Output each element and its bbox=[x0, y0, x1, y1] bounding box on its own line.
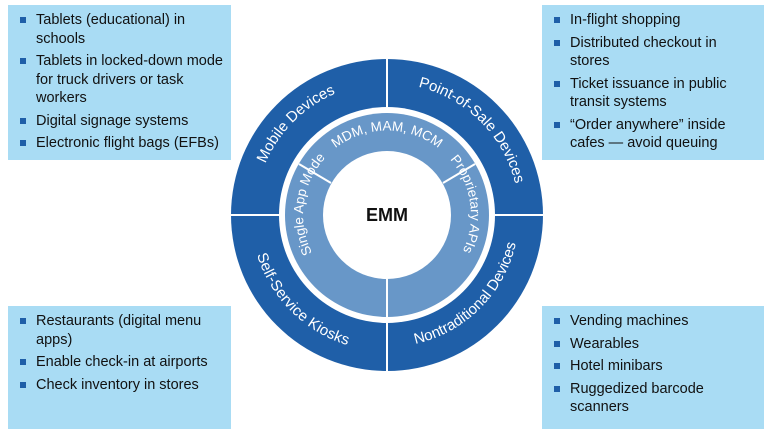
list-item: Digital signage systems bbox=[18, 112, 223, 131]
list-item: Check inventory in stores bbox=[18, 376, 223, 395]
list-item: Electronic flight bags (EFBs) bbox=[18, 134, 223, 153]
bullet-icon bbox=[554, 39, 560, 46]
list-item: Hotel minibars bbox=[552, 357, 756, 376]
list-item: Wearables bbox=[552, 335, 756, 354]
list-item: Ticket issuance in public transit system… bbox=[552, 75, 756, 112]
bullet-icon bbox=[20, 140, 26, 146]
bullet-icon bbox=[554, 17, 560, 23]
self-service-kiosks-examples-box: Restaurants (digital menu apps) Enable c… bbox=[8, 306, 231, 429]
list-item: Tablets (educational) in schools bbox=[18, 11, 223, 48]
bullet-icon bbox=[554, 340, 560, 347]
bullet-icon bbox=[554, 80, 560, 87]
center-disc bbox=[323, 151, 451, 279]
bullet-icon bbox=[20, 381, 26, 388]
inner-divider-upper-right bbox=[442, 163, 476, 184]
bullet-icon bbox=[554, 318, 560, 324]
bullet-icon bbox=[20, 318, 26, 324]
list-item: In-flight shopping bbox=[552, 11, 756, 30]
list-item: Enable check-in at airports bbox=[18, 353, 223, 372]
bullet-icon bbox=[20, 359, 26, 365]
list-item: Tablets in locked-down mode for truck dr… bbox=[18, 52, 223, 108]
center-label-emm: EMM bbox=[366, 205, 408, 225]
list-item: Ruggedized barcode scanners bbox=[552, 380, 756, 417]
list-item: “Order anywhere” inside cafes — avoid qu… bbox=[552, 116, 756, 153]
bullet-icon bbox=[20, 117, 26, 124]
bullet-icon bbox=[554, 121, 560, 128]
bullet-icon bbox=[554, 363, 560, 369]
inner-divider-upper-left bbox=[298, 163, 332, 184]
list-item: Restaurants (digital menu apps) bbox=[18, 312, 223, 349]
nontraditional-devices-examples-box: Vending machines Wearables Hotel minibar… bbox=[542, 306, 764, 429]
list-item: Distributed checkout in stores bbox=[552, 34, 756, 71]
mobile-devices-examples-box: Tablets (educational) in schools Tablets… bbox=[8, 5, 231, 160]
bullet-icon bbox=[20, 17, 26, 23]
bullet-icon bbox=[20, 58, 26, 64]
bullet-icon bbox=[554, 385, 560, 392]
list-item: Vending machines bbox=[552, 312, 756, 331]
point-of-sale-examples-box: In-flight shopping Distributed checkout … bbox=[542, 5, 764, 160]
